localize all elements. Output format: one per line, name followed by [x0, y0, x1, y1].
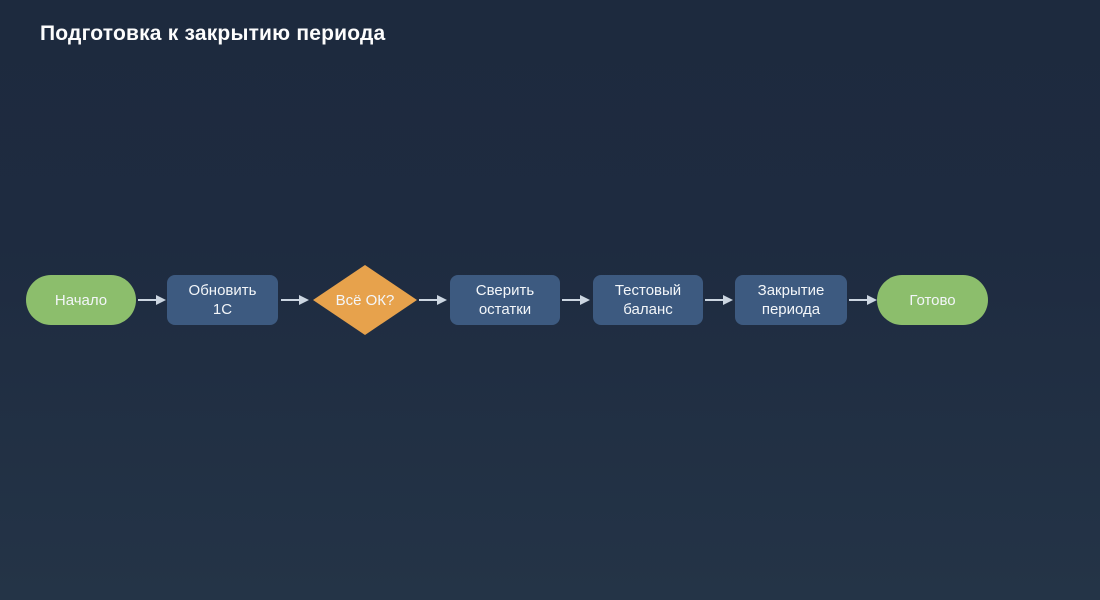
- arrow-head: [723, 295, 733, 305]
- diamond-fill: [313, 265, 417, 335]
- page-title: Подготовка к закрытию периода: [40, 22, 386, 45]
- flow-node-label: Начало: [54, 291, 108, 309]
- flow-node-label: Обновить 1С: [188, 282, 257, 318]
- flow-node-label: Закрытие периода: [757, 282, 825, 318]
- flow-arrow: [705, 295, 733, 305]
- flow-node-verify-balances: Сверить остатки: [450, 275, 560, 325]
- flow-node-label: Готово: [909, 291, 956, 309]
- flow-arrow: [281, 295, 309, 305]
- flow-arrow: [419, 295, 447, 305]
- flow-node-label: Всё ОК?: [335, 291, 395, 309]
- diamond-shape: [313, 265, 417, 335]
- flow-node-test-balance: Тестовый баланс: [593, 275, 703, 325]
- flow-arrow: [138, 295, 166, 305]
- flow-node-done: Готово: [877, 275, 988, 325]
- flow-node-all-ok: Всё ОК?: [313, 265, 417, 335]
- arrow-head: [867, 295, 877, 305]
- flow-arrow: [562, 295, 590, 305]
- arrow-head: [156, 295, 166, 305]
- arrow-head: [580, 295, 590, 305]
- flow-node-label: Сверить остатки: [475, 282, 535, 318]
- arrow-head: [299, 295, 309, 305]
- flow-node-period-close: Закрытие периода: [735, 275, 847, 325]
- arrow-head: [437, 295, 447, 305]
- flow-arrow: [849, 295, 877, 305]
- flow-node-start: Начало: [26, 275, 136, 325]
- flow-node-label: Тестовый баланс: [614, 282, 682, 318]
- flow-node-update-1c: Обновить 1С: [167, 275, 278, 325]
